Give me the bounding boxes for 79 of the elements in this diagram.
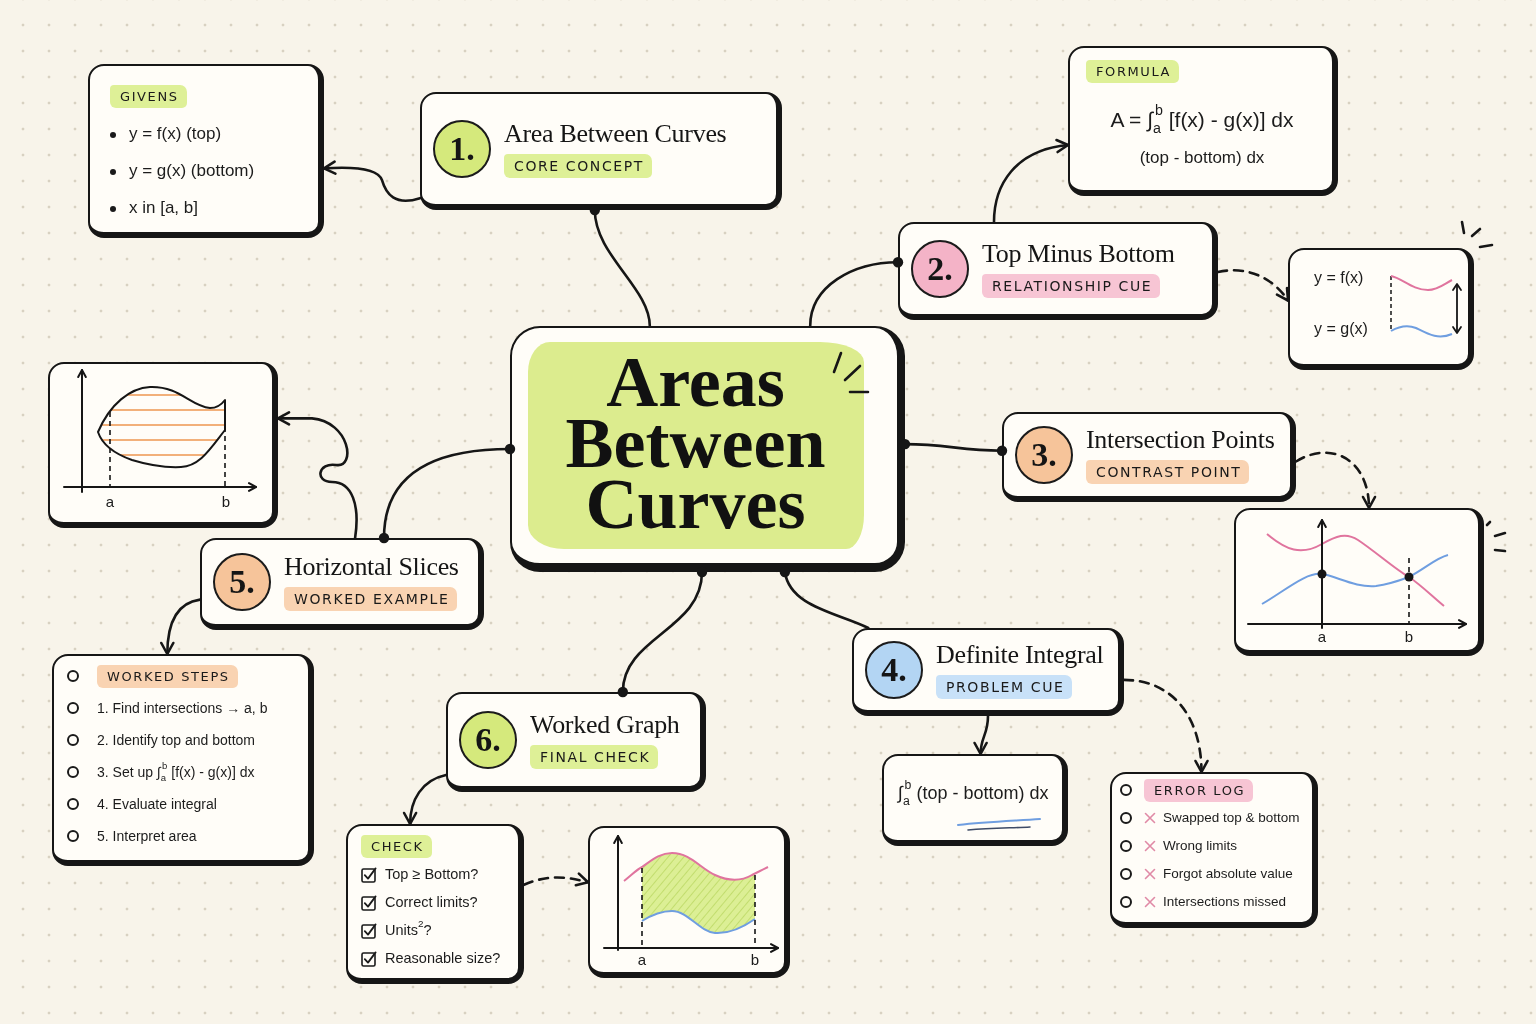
number-badge: 4.: [865, 641, 923, 699]
central-topic-card: [510, 326, 905, 572]
intersection-graph-card: [1234, 508, 1484, 656]
dashed-arrow: [1216, 269, 1290, 302]
step-text: 4. Evaluate integral: [97, 795, 217, 813]
step-text: 1. Find intersections → a, b: [97, 699, 268, 717]
error-item: Intersections missed: [1163, 893, 1287, 911]
curve-label: y = g(x): [1314, 320, 1368, 338]
topic-card: [446, 692, 706, 792]
curved-arrow: [160, 598, 202, 656]
integral-card: [882, 754, 1068, 846]
error-log-card: [1110, 772, 1318, 928]
check-item: Top ≥ Bottom?: [385, 866, 479, 884]
number-badge: 5.: [213, 553, 271, 611]
central-title: Areas Between Curves: [527, 341, 864, 550]
topic-heading: Area Between Curves: [504, 119, 727, 149]
curved-arrow: [322, 160, 422, 203]
number-badge: 1.: [433, 120, 491, 178]
topic-card: [1002, 412, 1296, 502]
check-item: Reasonable size?: [385, 950, 501, 968]
formula-card: [1068, 46, 1338, 196]
topic-heading: Top Minus Bottom: [982, 239, 1175, 269]
category-tag: CORE CONCEPT: [504, 154, 652, 179]
dashed-arrow: [1294, 451, 1376, 510]
section-tag: FORMULA: [1086, 59, 1180, 83]
section-tag: GIVENS: [110, 84, 187, 108]
topic-card: [420, 92, 782, 210]
number-badge: 3.: [1015, 426, 1073, 484]
section-tag: CHECK: [361, 834, 432, 858]
topic-card: [200, 538, 484, 630]
step-text: 2. Identify top and bottom: [97, 731, 255, 749]
category-tag: FINAL CHECK: [530, 745, 659, 770]
error-item: Forgot absolute value: [1163, 865, 1293, 883]
givens-card: [88, 64, 324, 238]
given-item: y = f(x) (top): [129, 124, 222, 145]
section-tag: WORKED STEPS: [97, 664, 238, 688]
number-badge: 2.: [911, 240, 969, 298]
category-tag: CONTRAST POINT: [1086, 460, 1250, 485]
curve-comparison-card: [1288, 248, 1474, 370]
step-text: 5. Interpret area: [97, 827, 197, 845]
curved-arrow: [276, 411, 358, 540]
topic-heading: Definite Integral: [936, 640, 1104, 670]
dashed-arrow: [522, 872, 590, 887]
topic-heading: Intersection Points: [1086, 425, 1275, 455]
curved-arrow: [403, 773, 448, 826]
check-item: Units$^{2}$?: [385, 922, 432, 940]
axis-label: a: [105, 493, 115, 511]
step-text: 3. Set up ∫$_{a}$$^{b}$ [f(x) - g(x)] dx: [97, 763, 255, 781]
category-tag: PROBLEM CUE: [936, 675, 1073, 700]
topic-card: [898, 222, 1218, 320]
topic-card: [852, 628, 1124, 716]
formula-text: A = ∫$_{a}$$^{b}$ [f(x) - g(x)] dx: [1110, 106, 1294, 134]
given-item: x in [a, b]: [129, 198, 198, 219]
category-tag: RELATIONSHIP CUE: [982, 274, 1161, 299]
dashed-arrow: [1122, 678, 1209, 774]
horizontal-slices-card: [48, 362, 278, 528]
number-badge: 6.: [459, 711, 517, 769]
axis-label: a: [1317, 628, 1327, 646]
worked-steps-card: [52, 654, 314, 866]
axis-label: b: [221, 493, 231, 511]
topic-heading: Horizontal Slices: [284, 552, 459, 582]
error-item: Wrong limits: [1163, 837, 1237, 855]
category-tag: WORKED EXAMPLE: [284, 587, 458, 612]
topic-heading: Worked Graph: [530, 710, 680, 740]
axis-label: a: [637, 951, 647, 969]
checklist-card: [346, 824, 524, 984]
error-item: Swapped top & bottom: [1163, 809, 1300, 827]
curved-arrow: [992, 139, 1070, 224]
connector-line: [808, 257, 904, 328]
shaded-area-graph-card: [588, 826, 790, 978]
curved-arrow: [973, 714, 990, 756]
axis-label: b: [1404, 628, 1414, 646]
section-tag: ERROR LOG: [1144, 778, 1254, 802]
formula-text: (top - bottom) dx: [1139, 147, 1265, 170]
curve-label: y = f(x): [1314, 269, 1364, 287]
check-item: Correct limits?: [385, 894, 478, 912]
connector-line: [378, 443, 516, 544]
given-item: y = g(x) (bottom): [129, 161, 255, 182]
axis-label: b: [750, 951, 760, 969]
